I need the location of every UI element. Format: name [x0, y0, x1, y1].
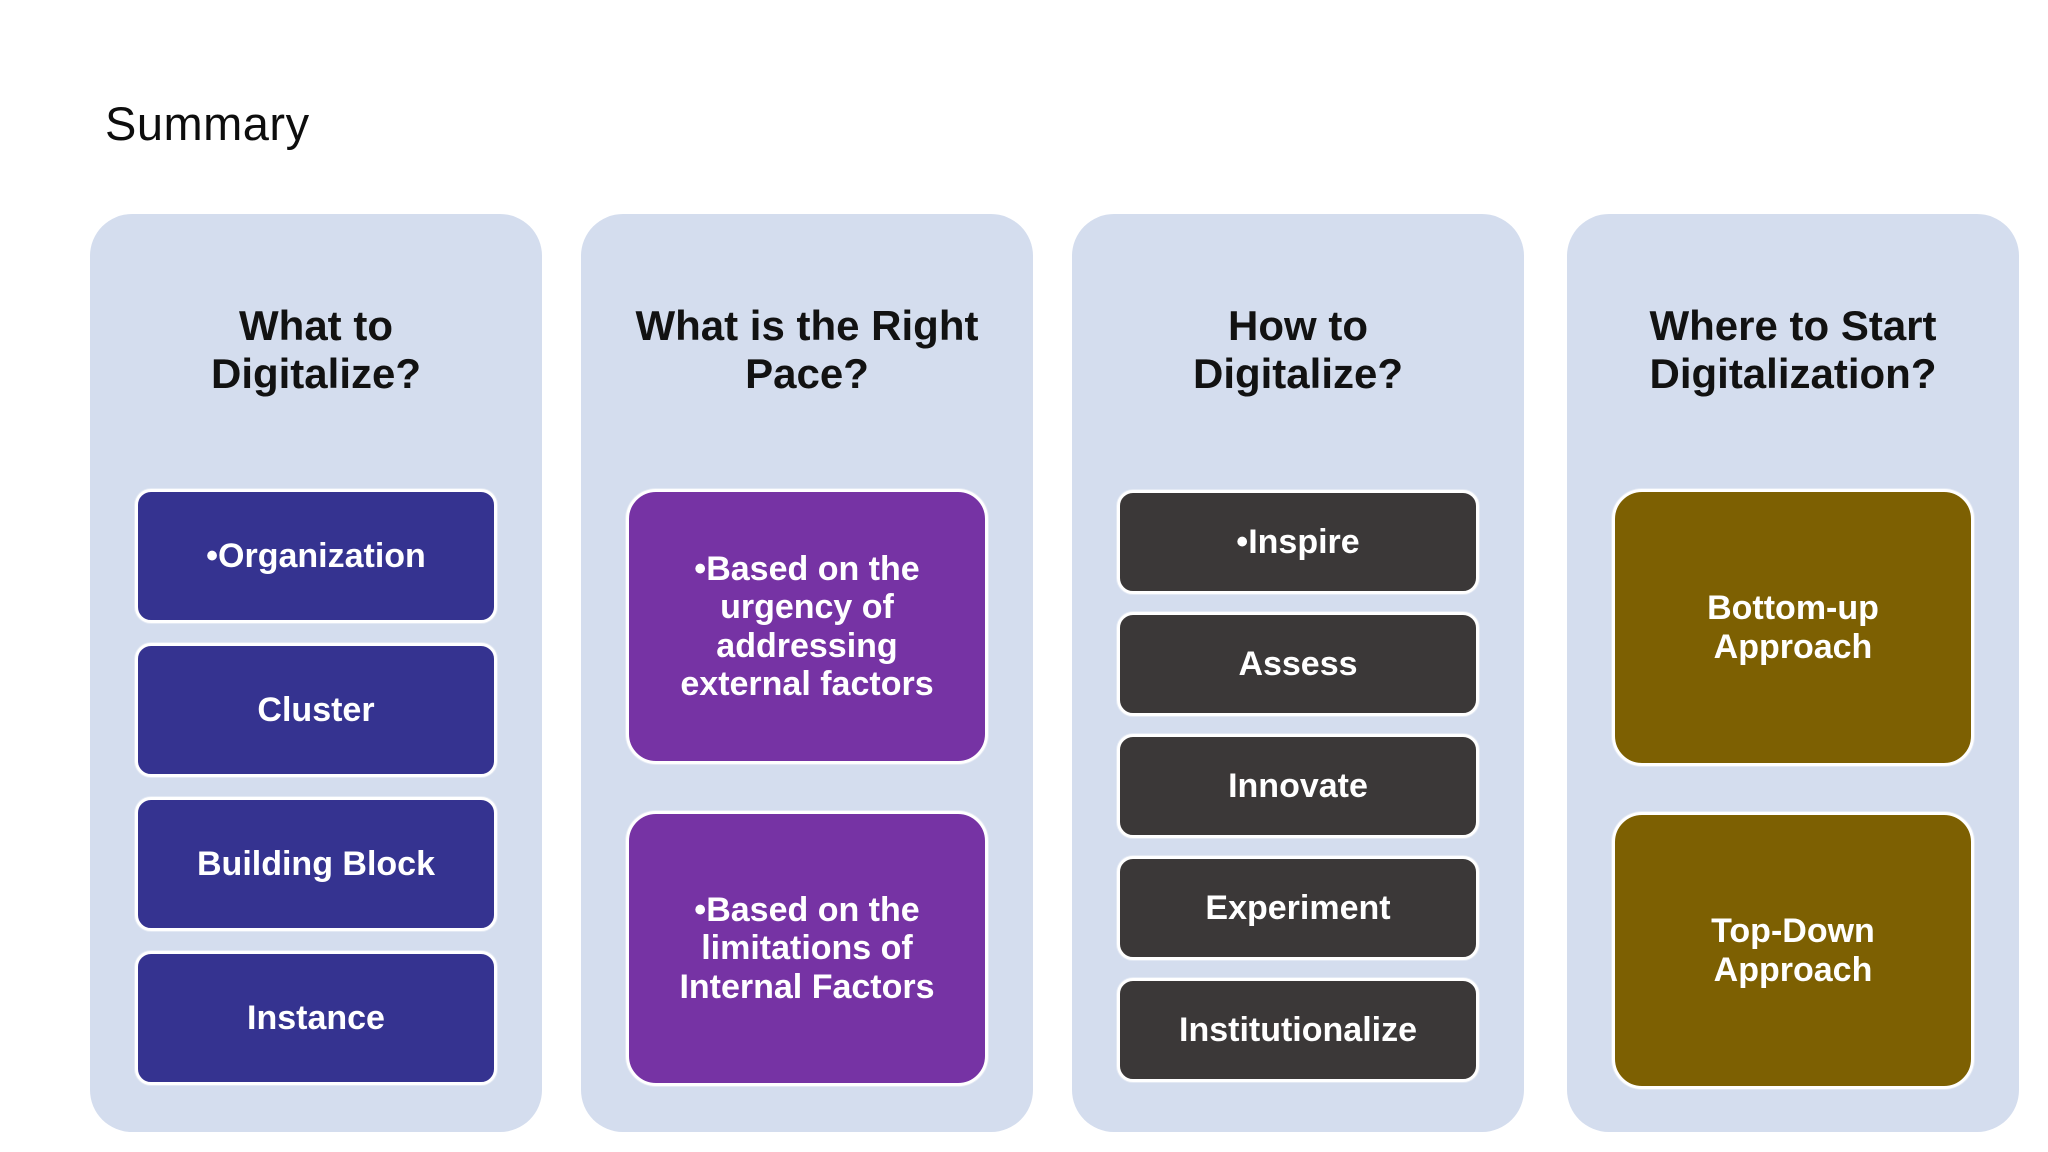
- item-box-institutionalize: Institutionalize: [1117, 978, 1479, 1082]
- column-header: What is the Right Pace?: [635, 302, 979, 398]
- item-box-cluster: Cluster: [135, 643, 497, 777]
- item-box-innovate: Innovate: [1117, 734, 1479, 838]
- column-header: What to Digitalize?: [210, 302, 422, 398]
- column-what-to-digitalize: What to Digitalize? •Organization Cluste…: [90, 214, 542, 1132]
- column-box-list: •Based on the urgency of addressing exte…: [626, 489, 988, 1086]
- item-box-external-factors: •Based on the urgency of addressing exte…: [626, 489, 988, 764]
- item-box-organization: •Organization: [135, 489, 497, 623]
- item-box-internal-factors: •Based on the limitations of Internal Fa…: [626, 811, 988, 1086]
- column-box-list: Bottom-up Approach Top-Down Approach: [1612, 489, 1974, 1089]
- item-box-instance: Instance: [135, 951, 497, 1085]
- column-how-to-digitalize: How to Digitalize? •Inspire Assess Innov…: [1072, 214, 1524, 1132]
- item-box-inspire: •Inspire: [1117, 490, 1479, 594]
- column-box-list: •Organization Cluster Building Block Ins…: [135, 489, 497, 1085]
- item-box-experiment: Experiment: [1117, 856, 1479, 960]
- column-header: How to Digitalize?: [1192, 302, 1404, 398]
- column-what-is-the-right-pace: What is the Right Pace? •Based on the ur…: [581, 214, 1033, 1132]
- slide-title: Summary: [105, 97, 310, 150]
- column-header: Where to Start Digitalization?: [1649, 302, 1937, 398]
- item-box-bottom-up-approach: Bottom-up Approach: [1612, 489, 1974, 766]
- column-box-list: •Inspire Assess Innovate Experiment Inst…: [1117, 490, 1479, 1082]
- item-box-building-block: Building Block: [135, 797, 497, 931]
- column-where-to-start-digitalization: Where to Start Digitalization? Bottom-up…: [1567, 214, 2019, 1132]
- item-box-assess: Assess: [1117, 612, 1479, 716]
- item-box-top-down-approach: Top-Down Approach: [1612, 812, 1974, 1089]
